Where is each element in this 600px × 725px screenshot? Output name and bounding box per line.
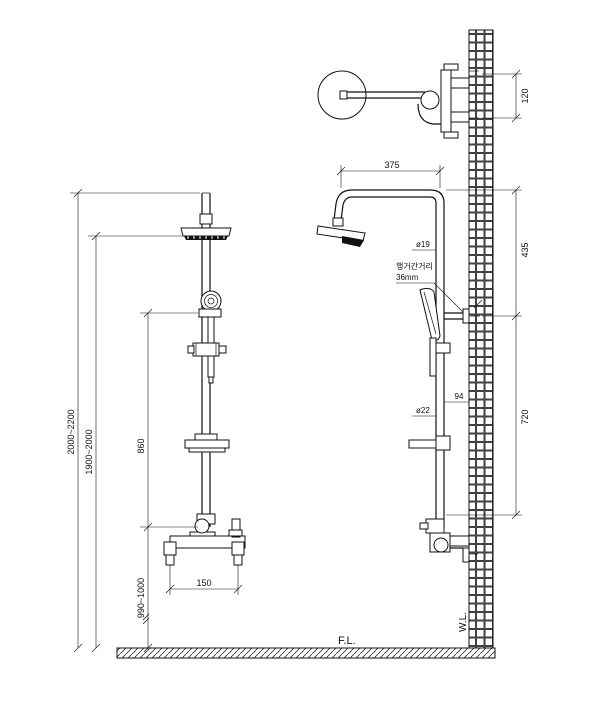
side-dimensions xyxy=(336,165,522,520)
side-view xyxy=(316,189,483,563)
slide-bar-length-label: 860 xyxy=(136,438,146,453)
front-dimensions xyxy=(70,188,243,653)
wall-bracket-dimension-label: 120 xyxy=(520,88,530,103)
top-view-dimensions xyxy=(482,69,522,123)
floor-slab xyxy=(116,647,496,659)
sliding-holder-front xyxy=(187,342,227,357)
wall-line-label: W.L. xyxy=(458,612,469,632)
upper-wall-bracket xyxy=(444,299,483,324)
upper-pipe-diameter-label: ø19 xyxy=(416,240,430,249)
mixer-side xyxy=(419,518,478,563)
lower-pipe-diameter-label: ø22 xyxy=(416,406,430,415)
mixer-center-distance-label: 150 xyxy=(196,578,211,588)
overall-height-label: 2000~2200 xyxy=(66,409,76,454)
head-height-label: 1900~2000 xyxy=(84,429,94,474)
tiled-wall xyxy=(468,29,494,649)
floor-level-label: F.L. xyxy=(338,635,356,647)
hand-shower-side xyxy=(419,287,451,377)
top-section-label: 435 xyxy=(520,242,530,257)
top-view xyxy=(317,63,479,139)
holder-offset-label: 94 xyxy=(455,392,464,401)
mixer-height-label: 990~1000 xyxy=(136,578,146,618)
bracket-spacing-label: 720 xyxy=(520,409,530,424)
front-view xyxy=(142,192,246,625)
soap-dish-front xyxy=(184,433,230,453)
hanger-distance-label-line1: 행거간거리 xyxy=(396,261,433,271)
mixer-front xyxy=(163,518,246,566)
hanger-distance-label-line2: 36mm xyxy=(396,273,419,282)
rain-shower-head-side xyxy=(316,217,366,247)
soap-dish-side xyxy=(408,435,451,451)
rain-shower-head-front xyxy=(180,213,232,240)
arm-reach-label: 375 xyxy=(384,160,399,170)
